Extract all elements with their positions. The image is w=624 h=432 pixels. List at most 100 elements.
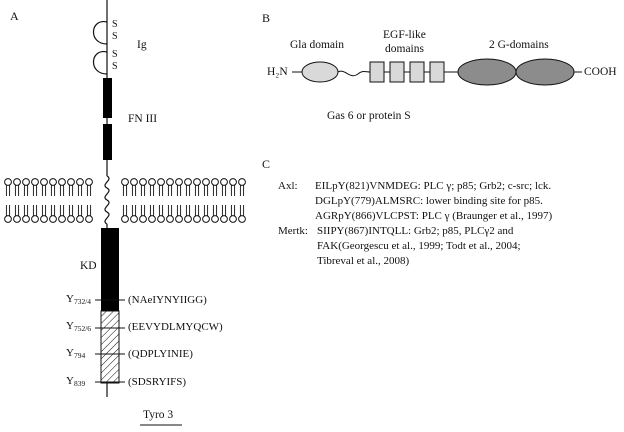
lipid-head-bottom [85,215,93,223]
lipid-head-top [148,178,156,186]
lipid-head-bottom [166,215,174,223]
fn3-domain-2 [103,124,112,160]
lipid-head-top [193,178,201,186]
lipid-head-top [85,178,93,186]
tyrosine-seq-1: (NAeIYNYIIGG) [128,294,207,306]
lipid-head-top [31,178,39,186]
tyrosine-seq-4: (SDSRYIFS) [128,376,187,388]
lipid-head-bottom [175,215,183,223]
lipid-head-bottom [139,215,147,223]
g-domain-1 [457,58,517,86]
egf-label-line1: EGF-like [383,29,426,41]
egf-domain-4 [429,61,445,83]
axl-line-2: DGLpY(779)ALMSRC: lower binding site for… [315,195,543,207]
egf-domain-3 [409,61,425,83]
lipid-head-top [229,178,237,186]
lipid-head-top [166,178,174,186]
lipid-head-bottom [13,215,21,223]
lipid-head-top [22,178,30,186]
axl-line-1: EILpY(821)VNMDEG: PLC γ; p85; Grb2; c-sr… [315,180,552,192]
lipid-head-bottom [202,215,210,223]
ig-loop-2 [92,51,108,75]
egf-label-line2: domains [385,43,424,55]
lipid-head-bottom [193,215,201,223]
panel-a-letter: A [10,9,19,23]
lipid-head-top [157,178,165,186]
lipid-head-bottom [157,215,165,223]
mertk-line-2: FAK(Georgescu et al., 1999; Todt et al.,… [317,240,521,252]
lipid-head-top [211,178,219,186]
lipid-head-bottom [220,215,228,223]
panel-b-caption: Gas 6 or protein S [327,110,411,122]
lipid-head-bottom [184,215,192,223]
lipid-head-bottom [121,215,129,223]
lipid-head-bottom [238,215,246,223]
tyrosine-label-4: Y839 [66,375,86,388]
mertk-line-1: SIIPY(867)INTQLL: Grb2; p85, PLCγ2 and [317,225,514,237]
lipid-head-top [4,178,12,186]
lipid-head-top [238,178,246,186]
lipid-head-bottom [49,215,57,223]
tyrosine-seq-2: (EEVYDLMYQCW) [128,321,223,333]
cell-membrane [4,178,246,223]
panel-a-caption: Tyro 3 [143,409,174,421]
lipid-head-bottom [211,215,219,223]
lipid-head-top [49,178,57,186]
tyrosine-label-3: Y794 [66,347,86,360]
disulfide-s-2: S [112,31,118,42]
c-terminus-label: COOH [584,66,617,78]
tyrosine-label-2: Y752/6 [66,320,92,333]
lipid-head-top [175,178,183,186]
lipid-head-top [139,178,147,186]
gla-linker [337,70,371,77]
tyrosine-label-1: Y732/4 [66,293,92,306]
lipid-head-bottom [40,215,48,223]
lipid-head-bottom [67,215,75,223]
axl-label: Axl: [278,180,298,192]
disulfide-s-1: S [112,19,118,30]
lipid-head-top [40,178,48,186]
transmembrane-segment [104,175,110,225]
mertk-line-3: Tibreval et al., 2008) [317,255,410,267]
g-domain-2 [515,58,575,86]
disulfide-s-4: S [112,61,118,72]
lipid-head-bottom [148,215,156,223]
gla-domain-label: Gla domain [290,39,344,51]
panel-b-letter: B [262,11,271,25]
fn3-domain-1 [103,78,112,118]
mertk-label: Mertk: [278,225,308,237]
fn3-domain-label: FN III [128,113,158,125]
lipid-head-top [121,178,129,186]
c-terminal-tail [100,310,120,384]
panel-b-diagram [292,58,582,86]
ig-domain-label: Ig [137,39,147,51]
lipid-head-top [130,178,138,186]
kd-domain-label: KD [80,260,97,272]
lipid-head-bottom [76,215,84,223]
ig-loop-1 [92,21,108,45]
lipid-head-top [202,178,210,186]
lipid-head-bottom [22,215,30,223]
axl-line-3: AGRpY(866)VLCPST: PLC γ (Braunger et al.… [315,210,553,222]
lipid-head-top [13,178,21,186]
n-terminus-label: H₂N [267,66,288,78]
lipid-head-top [67,178,75,186]
disulfide-s-3: S [112,49,118,60]
lipid-head-top [76,178,84,186]
lipid-head-top [184,178,192,186]
g-domains-label: 2 G-domains [489,39,549,51]
lipid-head-bottom [130,215,138,223]
lipid-head-top [220,178,228,186]
lipid-head-bottom [58,215,66,223]
egf-domain-1 [369,61,385,83]
gla-domain-shape [301,61,339,83]
panel-c-letter: C [262,157,271,171]
lipid-head-bottom [31,215,39,223]
kinase-domain [101,228,119,311]
lipid-head-bottom [4,215,12,223]
egf-domain-2 [389,61,405,83]
lipid-head-bottom [229,215,237,223]
lipid-head-top [58,178,66,186]
tyrosine-seq-3: (QDPLYINIE) [128,348,193,360]
